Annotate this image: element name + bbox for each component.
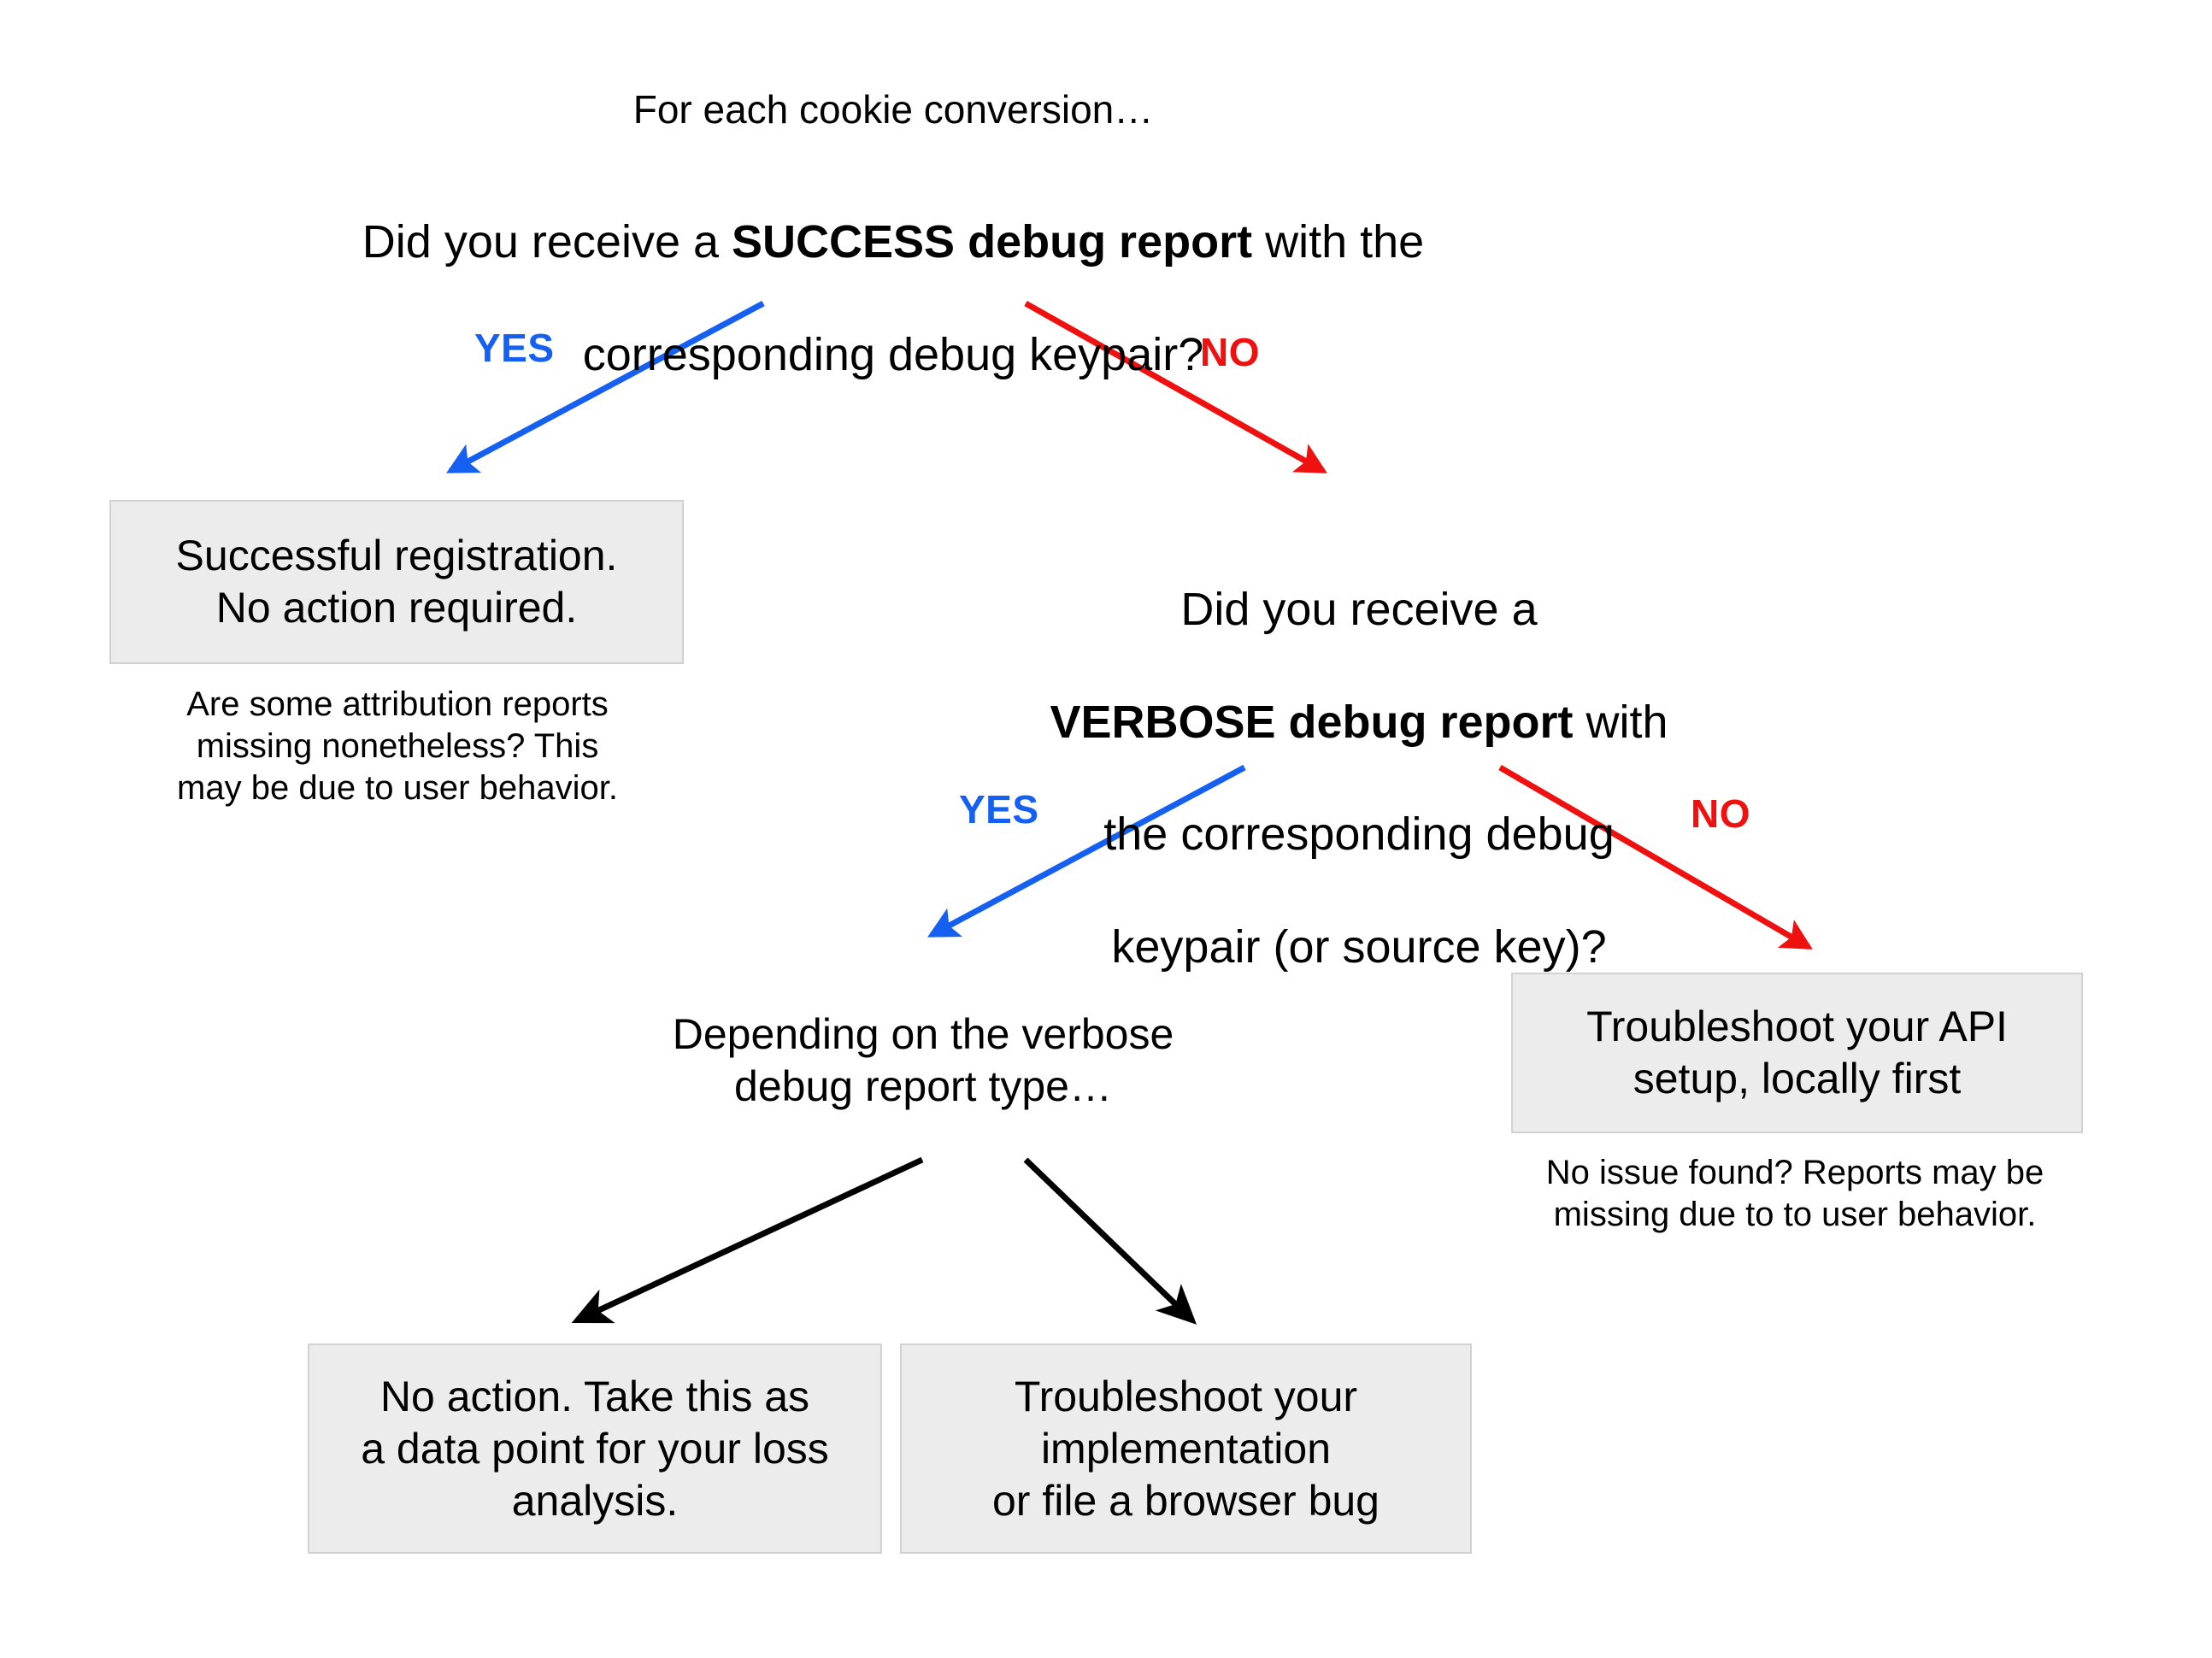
box-troubleshoot-api-setup[interactable]: Troubleshoot your API setup, locally fir… xyxy=(1511,973,2083,1133)
question-2-line-1: Did you receive a xyxy=(1180,583,1538,635)
question-2-emphasis: VERBOSE debug report xyxy=(1050,696,1574,748)
arrow-to-troubleshoot-implementation-box xyxy=(1023,1157,1197,1325)
question-1-emphasis: SUCCESS debug report xyxy=(732,215,1253,268)
box-successful-registration[interactable]: Successful registration. No action requi… xyxy=(109,500,684,664)
question-2-line-4: keypair (or source key)? xyxy=(1111,921,1607,973)
box-troubleshoot-implementation[interactable]: Troubleshoot your implementation or file… xyxy=(900,1343,1472,1554)
question-2-line-3: the corresponding debug xyxy=(1103,808,1615,861)
caption-attribution-reports-missing: Are some attribution reports missing non… xyxy=(177,685,618,807)
question-success-debug-report: Did you receive a SUCCESS debug report w… xyxy=(256,158,1530,384)
arrow-to-no-action-box xyxy=(571,1156,924,1324)
edge-label-yes-top: YES xyxy=(474,326,555,370)
question-1-line-1-suffix: with the xyxy=(1252,215,1425,268)
question-verbose-debug-report: Did you receive a VERBOSE debug report w… xyxy=(1004,526,1714,976)
root-label: For each cookie conversion… xyxy=(632,87,1154,132)
question-1-line-1-prefix: Did you receive a xyxy=(362,215,732,268)
mid-label-verbose-report-type: Depending on the verbose debug report ty… xyxy=(672,1010,1174,1110)
edge-label-no-second: NO xyxy=(1691,791,1750,836)
caption-no-issue-found: No issue found? Reports may be missing d… xyxy=(1545,1154,2044,1233)
edge-label-no-top: NO xyxy=(1200,330,1260,374)
box-no-action-loss-analysis[interactable]: No action. Take this as a data point for… xyxy=(308,1343,882,1554)
question-2-line-2-suffix: with xyxy=(1573,696,1668,748)
question-1-line-2: corresponding debug keypair? xyxy=(582,328,1204,380)
edge-label-yes-second: YES xyxy=(959,787,1039,832)
